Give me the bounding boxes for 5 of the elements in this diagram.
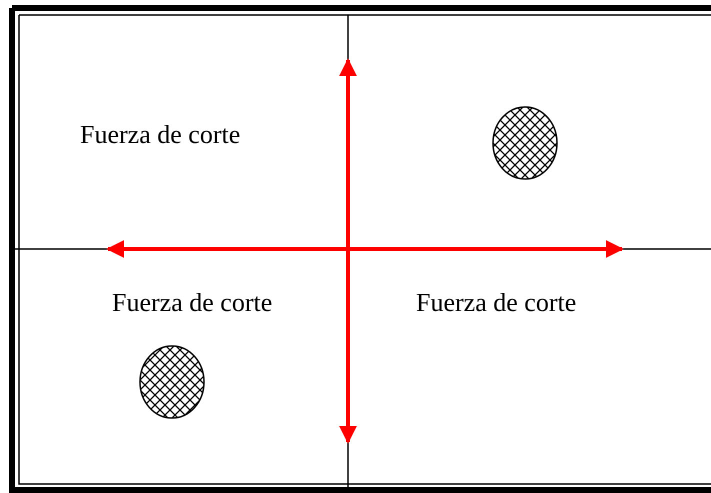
hatched-circle xyxy=(139,345,205,419)
hatched-circle xyxy=(492,106,558,180)
force-label: Fuerza de corte xyxy=(80,120,240,150)
force-label: Fuerza de corte xyxy=(112,288,272,318)
force-label: Fuerza de corte xyxy=(416,288,576,318)
